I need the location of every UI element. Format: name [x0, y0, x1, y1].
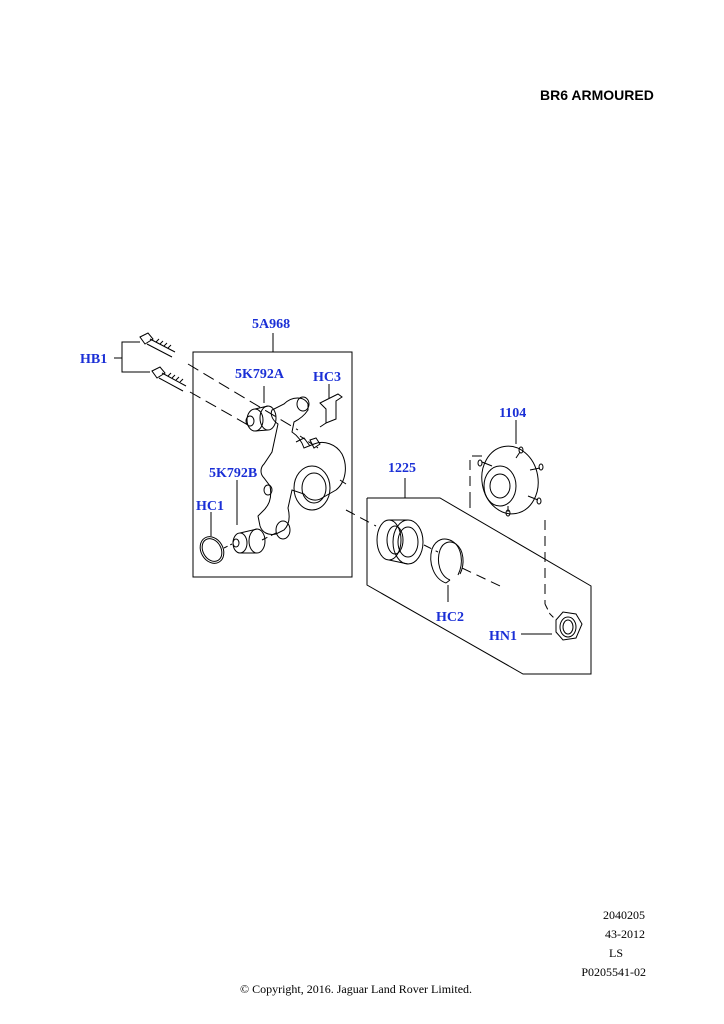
callout-clip[interactable]: HC3 [313, 370, 341, 385]
footer-code-4: P0205541-02 [581, 965, 646, 979]
callout-knuckle[interactable]: 5A968 [252, 317, 290, 332]
callout-o-ring[interactable]: HC1 [196, 499, 224, 514]
bolt-upper[interactable] [139, 332, 175, 357]
hub-nut-part[interactable] [555, 611, 583, 641]
bolt-lower[interactable] [151, 366, 186, 391]
callout-bolt-group[interactable]: HB1 [80, 352, 107, 367]
copyright-notice: © Copyright, 2016. Jaguar Land Rover Lim… [239, 982, 473, 996]
bearing-group-frame [367, 498, 591, 674]
diagram-title: BR6 ARMOURED [540, 87, 654, 103]
callout-hub-nut[interactable]: HN1 [489, 629, 517, 644]
circlip-part[interactable] [431, 539, 463, 602]
hub-part[interactable] [477, 442, 544, 519]
callout-hub[interactable]: 1104 [499, 406, 526, 421]
callout-lower-bush[interactable]: 5K792B [209, 466, 257, 481]
footer-code-1: 2040205 [603, 908, 645, 922]
upper-bush-part[interactable] [246, 386, 276, 431]
o-ring-part[interactable] [195, 512, 228, 568]
footer-code-3: LS [608, 946, 623, 960]
callout-bearing[interactable]: 1225 [388, 461, 416, 476]
callout-upper-bush[interactable]: 5K792A [235, 367, 285, 382]
clip-part[interactable] [320, 384, 342, 427]
footer-code-2: 43-2012 [605, 927, 645, 941]
bearing-part[interactable] [377, 520, 423, 564]
callout-circlip[interactable]: HC2 [436, 610, 464, 625]
knuckle-part[interactable] [258, 397, 345, 539]
knuckle-group-frame [193, 352, 352, 577]
lower-bush-part[interactable] [233, 480, 265, 553]
